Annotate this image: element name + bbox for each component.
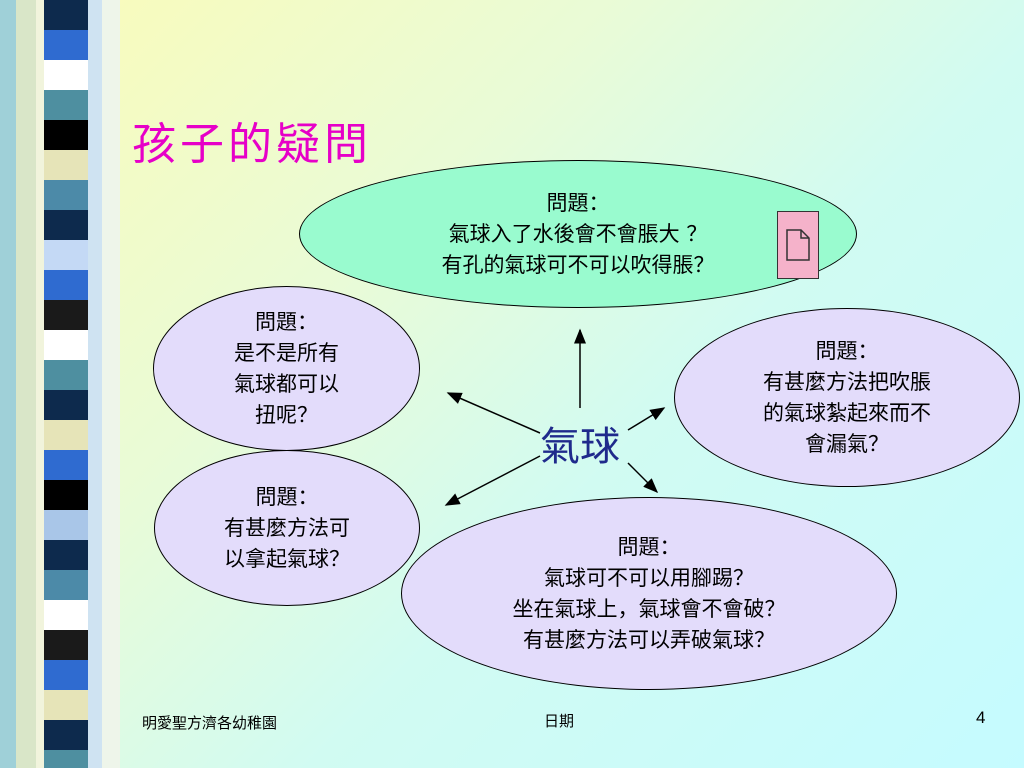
bubble-line: 扭呢？ xyxy=(255,402,318,427)
footer-date: 日期 xyxy=(544,712,575,730)
bubble-line: 以拿起氣球？ xyxy=(224,546,350,571)
question-bubble-left-upper: 問題： 是不是所有 氣球都可以 扭呢？ xyxy=(153,286,420,451)
document-icon[interactable] xyxy=(777,211,819,279)
bubble-heading: 問題： xyxy=(255,484,319,509)
question-bubble-bottom: 問題： 氣球可不可以用腳踢？ 坐在氣球上，氣球會不會破？ 有甚麼方法可以弄破氣球… xyxy=(401,497,897,690)
bubble-line: 有甚麼方法可以弄破氣球？ xyxy=(523,627,775,652)
footer-school-name: 明愛聖方濟各幼稚園 xyxy=(142,714,278,732)
bubble-heading: 問題： xyxy=(255,309,318,334)
arrow-to-right xyxy=(627,407,666,431)
bubble-line: 是不是所有 xyxy=(234,340,339,365)
question-bubble-right: 問題： 有甚麼方法把吹脹 的氣球紮起來而不 會漏氣？ xyxy=(674,308,1020,487)
question-bubble-left-lower: 問題： 有甚麼方法可 以拿起氣球？ xyxy=(154,450,420,606)
bubble-line: 有甚麼方法可 xyxy=(224,515,350,540)
arrow-to-left-lower xyxy=(444,455,541,506)
bubble-line: 氣球都可以 xyxy=(234,371,339,396)
bubble-line: 氣球可不可以用腳踢？ xyxy=(544,565,754,590)
decorative-stripe-bar xyxy=(0,0,120,768)
bubble-heading: 問題： xyxy=(815,338,879,363)
arrow-to-left-upper xyxy=(446,392,541,434)
bubble-line: 有孔的氣球可不可以吹得脹？ xyxy=(441,252,715,277)
center-topic: 氣球 xyxy=(540,424,620,470)
bubble-line: 坐在氣球上，氣球會不會破？ xyxy=(512,596,786,621)
bubble-line: 氣球入了水後會不會脹大 ？ xyxy=(448,221,708,246)
page-number: 4 xyxy=(976,708,986,727)
bubble-line: 會漏氣？ xyxy=(805,431,889,456)
bubble-heading: 問題： xyxy=(546,190,610,215)
arrow-to-bottom xyxy=(627,462,659,494)
question-bubble-top: 問題： 氣球入了水後會不會脹大 ？ 有孔的氣球可不可以吹得脹？ xyxy=(299,160,857,308)
slide-title: 孩子的疑問 xyxy=(132,119,372,170)
bubble-heading: 問題： xyxy=(617,534,681,559)
bubble-line: 有甚麼方法把吹脹 xyxy=(763,369,931,394)
bubble-line: 的氣球紮起來而不 xyxy=(763,400,931,425)
